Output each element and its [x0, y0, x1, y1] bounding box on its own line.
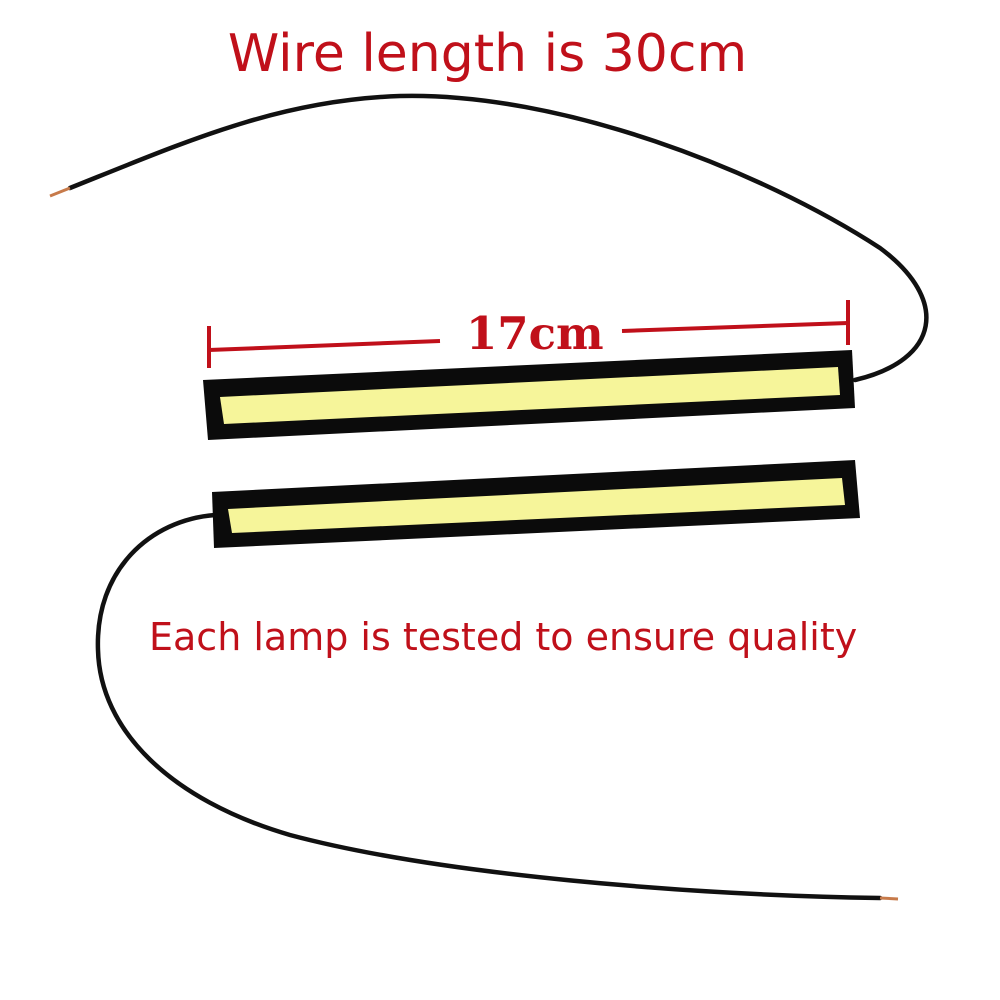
upper-lamp	[203, 350, 855, 440]
dimension-line	[207, 300, 850, 368]
upper-wire-tip	[49, 186, 71, 198]
page-title: Wire length is 30cm	[227, 24, 748, 84]
lower-wire-tip	[879, 896, 899, 901]
dimension-right-arm	[621, 321, 849, 333]
dimension-left-arm	[208, 339, 441, 352]
upper-lamp-face	[220, 367, 840, 424]
quality-note: Each lamp is tested to ensure quality	[149, 615, 858, 659]
lower-lamp	[212, 460, 860, 548]
upper-wire	[67, 93, 929, 383]
lower-lamp-face	[228, 478, 845, 533]
dimension-label: 17cm	[466, 307, 604, 360]
lower-wire	[95, 512, 883, 901]
